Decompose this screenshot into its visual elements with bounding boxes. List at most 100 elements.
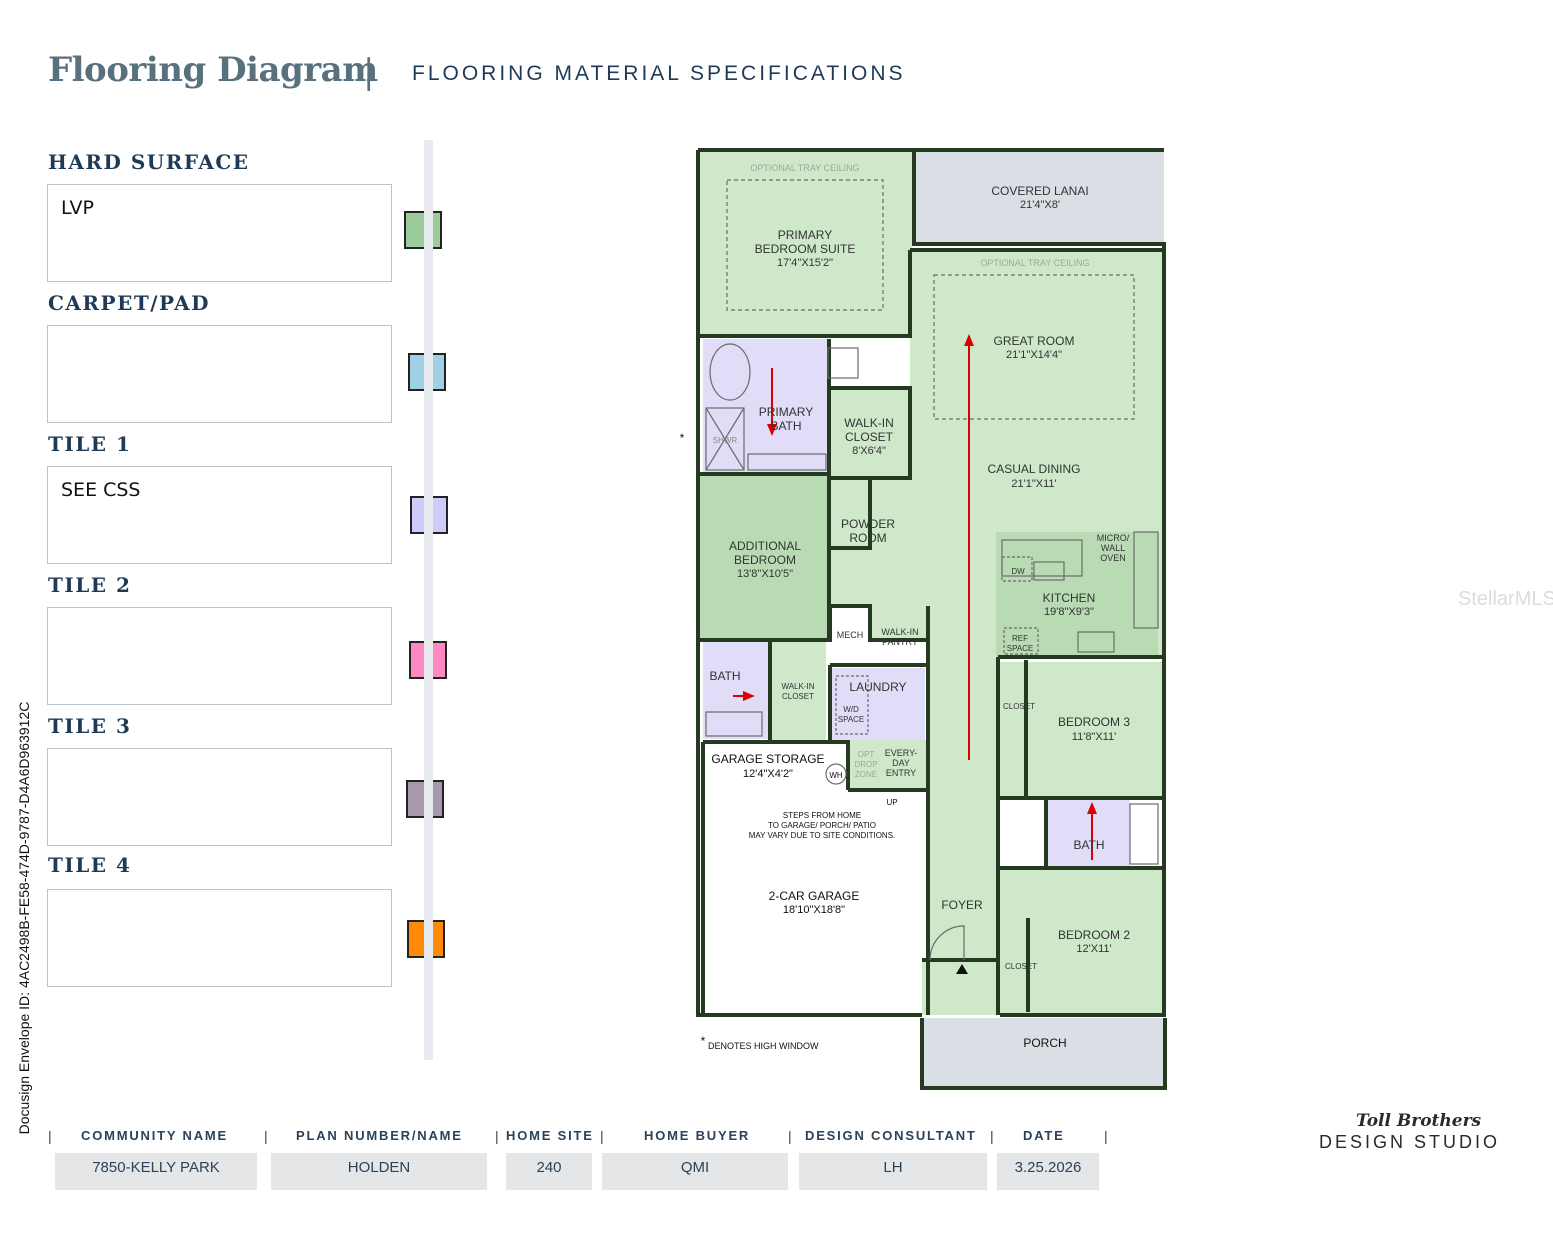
laundry-area bbox=[831, 668, 925, 740]
community-name-value[interactable]: 7850-KELLY PARK bbox=[55, 1153, 257, 1190]
tray-ceiling-label: OPTIONAL TRAY CEILING bbox=[750, 163, 859, 173]
footer-separator: | bbox=[495, 1128, 499, 1144]
additional-bedroom-area bbox=[700, 476, 828, 640]
watermark: StellarMLS bbox=[1458, 588, 1553, 610]
tile-3-label: TILE 3 bbox=[48, 714, 132, 738]
high-window-note: DENOTES HIGH WINDOW bbox=[708, 1041, 819, 1051]
steps-note: TO GARAGE/ PORCH/ PATIO bbox=[768, 821, 876, 830]
covered-lanai-size: 21'4"X8' bbox=[1020, 199, 1060, 211]
floor-plan-fills bbox=[698, 150, 1165, 1088]
plan-number-header: PLAN NUMBER/NAME bbox=[296, 1128, 463, 1143]
hard-surface-value: LVP bbox=[61, 197, 94, 219]
footer-separator: | bbox=[788, 1128, 792, 1144]
walk-in-pantry-label: WALK-IN bbox=[881, 627, 918, 637]
flooring-arrows bbox=[733, 334, 1097, 974]
walk-in-closet-size: 8'X6'4" bbox=[852, 445, 886, 457]
porch-label: PORCH bbox=[1023, 1036, 1066, 1050]
powder-room-label: POWDER bbox=[841, 517, 895, 531]
additional-bedroom-label: ADDITIONAL bbox=[729, 539, 801, 553]
primary-bath-label: BATH bbox=[770, 419, 801, 433]
closet-label: CLOSET bbox=[1003, 702, 1035, 711]
kitchen-size: 19'8"X9'3" bbox=[1044, 606, 1094, 618]
arrow-down-icon bbox=[767, 424, 777, 436]
additional-bedroom-size: 13'8"X10'5" bbox=[737, 568, 793, 580]
high-window-marker: * bbox=[680, 431, 685, 445]
wd-space-label: SPACE bbox=[838, 715, 865, 724]
laundry-label: LAUNDRY bbox=[849, 680, 906, 694]
home-buyer-header: HOME BUYER bbox=[644, 1128, 751, 1143]
casual-dining-size: 21'1"X11' bbox=[1011, 478, 1056, 490]
carpet-pad-field[interactable] bbox=[47, 325, 392, 423]
every-day-entry-label: DAY bbox=[892, 758, 910, 768]
primary-bath-area bbox=[703, 339, 829, 472]
walk-in-pantry-label: PANTRY bbox=[882, 637, 918, 647]
garage-size: 18'10"X18'8" bbox=[783, 904, 845, 916]
divider-bar bbox=[424, 140, 433, 1060]
wd-space-label: W/D bbox=[843, 705, 859, 714]
date-value[interactable]: 3.25.2026 bbox=[997, 1153, 1099, 1190]
brand-logo-bottom: DESIGN STUDIO bbox=[1319, 1132, 1501, 1152]
footer-separator: | bbox=[264, 1128, 268, 1144]
garage-storage-label: GARAGE STORAGE bbox=[711, 752, 824, 766]
garage-storage-size: 12'4"X4'2" bbox=[743, 768, 793, 780]
home-buyer-value[interactable]: QMI bbox=[602, 1153, 788, 1190]
dishwasher-label: DW bbox=[1011, 567, 1025, 576]
walk-in-closet-2-area bbox=[771, 640, 826, 740]
ref-space-label: REF bbox=[1012, 634, 1028, 643]
room-labels: OPTIONAL TRAY CEILING OPTIONAL TRAY CEIL… bbox=[680, 163, 1131, 1051]
every-day-entry-label: EVERY- bbox=[885, 748, 918, 758]
walk-in-closet-label: CLOSET bbox=[782, 692, 814, 701]
floor-plan-fixtures bbox=[705, 179, 1159, 961]
kitchen-area bbox=[996, 532, 1158, 656]
primary-bedroom-size: 17'4"X15'2" bbox=[777, 257, 833, 269]
walk-in-closet-label: WALK-IN bbox=[781, 682, 814, 691]
design-consultant-header: DESIGN CONSULTANT bbox=[805, 1128, 977, 1143]
tile-1-field[interactable]: SEE CSS bbox=[47, 466, 392, 564]
date-header: DATE bbox=[1023, 1128, 1065, 1143]
hard-surface-label: HARD SURFACE bbox=[48, 150, 250, 174]
up-label: UP bbox=[886, 798, 897, 807]
community-name-header: COMMUNITY NAME bbox=[81, 1128, 229, 1143]
every-day-entry-label: ENTRY bbox=[886, 768, 916, 778]
page-title: Flooring Diagram bbox=[48, 50, 378, 90]
hard-surface-swatch bbox=[404, 211, 442, 249]
primary-bedroom-label: PRIMARY bbox=[778, 228, 832, 242]
powder-room-label: ROOM bbox=[849, 531, 886, 545]
drop-zone-label: DROP bbox=[854, 760, 877, 769]
great-room-label: GREAT ROOM bbox=[994, 334, 1075, 348]
casual-dining-label: CASUAL DINING bbox=[988, 462, 1081, 476]
floor-plan-walls bbox=[696, 148, 1167, 1090]
foyer-label: FOYER bbox=[941, 898, 983, 912]
walk-in-closet-label: WALK-IN bbox=[844, 416, 894, 430]
tile-3-field[interactable] bbox=[47, 748, 392, 846]
tile-4-label: TILE 4 bbox=[48, 853, 132, 877]
water-heater-label: WH bbox=[829, 771, 843, 780]
design-consultant-value[interactable]: LH bbox=[799, 1153, 987, 1190]
tray-ceiling-label: OPTIONAL TRAY CEILING bbox=[980, 258, 1089, 268]
carpet-pad-label: CARPET/PAD bbox=[48, 291, 210, 315]
bedroom-2-size: 12'X11' bbox=[1076, 943, 1111, 955]
bedroom-3-size: 11'8"X11' bbox=[1072, 731, 1116, 743]
walk-in-closet-label: CLOSET bbox=[845, 430, 894, 444]
tile-2-field[interactable] bbox=[47, 607, 392, 705]
footer-separator: | bbox=[1104, 1128, 1108, 1144]
hard-surface-field[interactable]: LVP bbox=[47, 184, 392, 282]
tile-4-field[interactable] bbox=[47, 889, 392, 987]
bath-1-area bbox=[703, 641, 769, 739]
arrow-right-icon bbox=[743, 691, 755, 701]
shower-label: SHWR bbox=[713, 436, 738, 445]
home-site-value[interactable]: 240 bbox=[506, 1153, 592, 1190]
bedroom-3-label: BEDROOM 3 bbox=[1058, 715, 1130, 729]
micro-wall-oven-label: WALL bbox=[1101, 543, 1125, 553]
tile-1-value: SEE CSS bbox=[61, 479, 141, 501]
bath-label: BATH bbox=[709, 669, 740, 683]
steps-note: MAY VARY DUE TO SITE CONDITIONS. bbox=[749, 831, 896, 840]
footer-separator: | bbox=[600, 1128, 604, 1144]
bedroom-2-label: BEDROOM 2 bbox=[1058, 928, 1130, 942]
covered-lanai-area bbox=[914, 150, 1164, 244]
plan-number-value[interactable]: HOLDEN bbox=[271, 1153, 487, 1190]
floor-plan: OPTIONAL TRAY CEILING OPTIONAL TRAY CEIL… bbox=[680, 148, 1167, 1090]
garage-label: 2-CAR GARAGE bbox=[769, 889, 860, 903]
entry-triangle-icon bbox=[956, 964, 968, 974]
walk-in-closet-area bbox=[830, 388, 908, 478]
